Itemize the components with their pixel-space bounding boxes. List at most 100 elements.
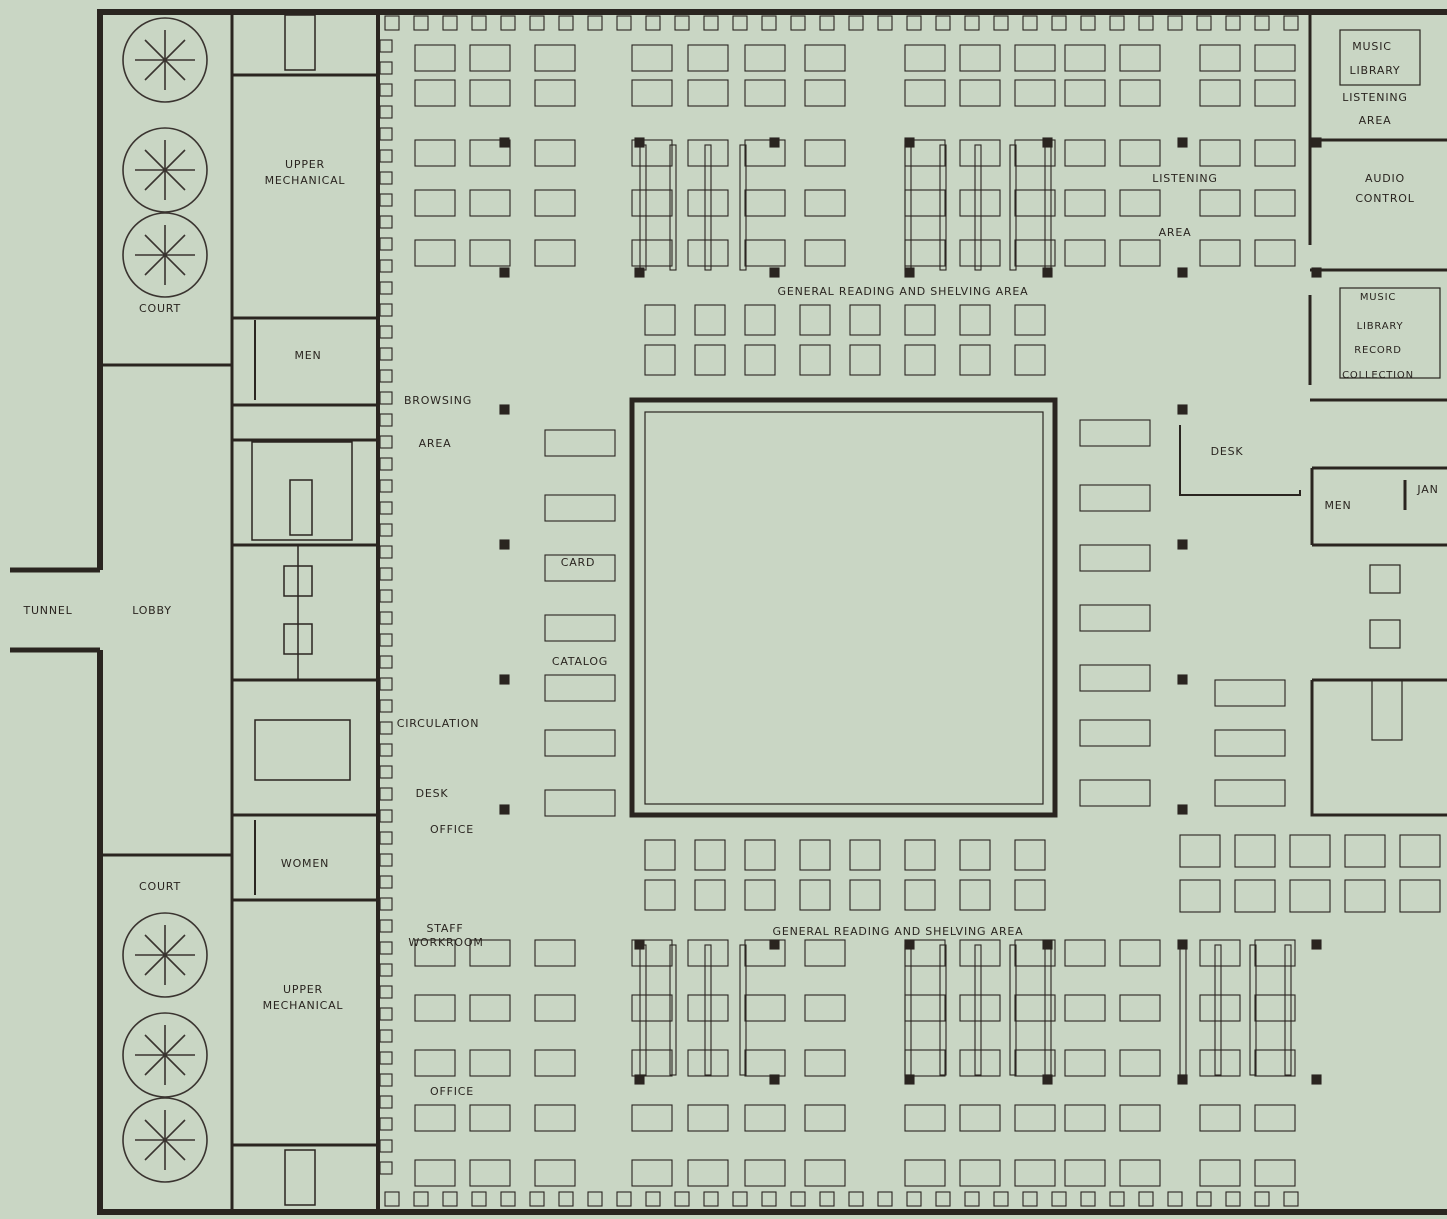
carrel: [379, 963, 393, 977]
reading-table: [1234, 834, 1276, 868]
column: [769, 267, 780, 278]
carrel: [379, 303, 393, 317]
reading-table: [959, 79, 1001, 107]
carrel: [379, 61, 393, 75]
column: [499, 404, 510, 415]
carrel: [442, 15, 458, 31]
reading-table: [534, 1049, 576, 1077]
reading-table: [469, 139, 511, 167]
reading-table: [1199, 994, 1241, 1022]
column: [769, 137, 780, 148]
carrel: [616, 15, 632, 31]
carrel: [379, 721, 393, 735]
carrel: [379, 1051, 393, 1065]
reading-table: [959, 239, 1001, 267]
carrel: [993, 1191, 1009, 1207]
reading-table: [687, 79, 729, 107]
shelf-range: [939, 144, 947, 271]
table: [959, 839, 991, 871]
reading-table: [959, 189, 1001, 217]
carrel: [471, 1191, 487, 1207]
reading-table: [904, 44, 946, 72]
reading-table: [1119, 939, 1161, 967]
reading-table: [534, 79, 576, 107]
label-music-library-3: LISTENING: [1342, 91, 1407, 104]
carrel: [379, 633, 393, 647]
column: [499, 267, 510, 278]
carrel: [587, 15, 603, 31]
reading-table: [631, 939, 673, 967]
reading-table: [744, 1104, 786, 1132]
column: [1177, 674, 1188, 685]
plan-labels: MUSIC LIBRARY LISTENING AREA AUDIO CONTR…: [22, 40, 1437, 1098]
carrel: [645, 15, 661, 31]
carrel: [558, 1191, 574, 1207]
reading-table: [744, 44, 786, 72]
label-court-bottom: COURT: [139, 880, 181, 893]
column: [1042, 939, 1053, 950]
reading-table: [414, 79, 456, 107]
reading-table: [1254, 239, 1296, 267]
reading-table: [804, 79, 846, 107]
carrel: [379, 1139, 393, 1153]
table: [744, 304, 776, 336]
reading-table: [1254, 79, 1296, 107]
reading-table: [804, 939, 846, 967]
carrel: [379, 699, 393, 713]
column: [1042, 267, 1053, 278]
reading-table: [959, 44, 1001, 72]
carrel: [379, 347, 393, 361]
shelf-range: [739, 144, 747, 271]
table: [644, 879, 676, 911]
carrel: [379, 1161, 393, 1175]
carrel: [1051, 15, 1067, 31]
column: [1311, 137, 1322, 148]
table: [694, 304, 726, 336]
column: [1042, 1074, 1053, 1085]
reading-table: [534, 139, 576, 167]
column: [904, 1074, 915, 1085]
table: [904, 304, 936, 336]
reading-table: [1254, 44, 1296, 72]
table: [799, 304, 831, 336]
label-music-record-4: COLLECTION: [1342, 370, 1414, 381]
left-service-rooms: [100, 73, 378, 1147]
reading-table: [469, 1049, 511, 1077]
reading-table: [1119, 239, 1161, 267]
table-pair: [1079, 484, 1151, 512]
carrel: [906, 15, 922, 31]
label-browsing-2: AREA: [419, 437, 452, 450]
carrel: [1051, 1191, 1067, 1207]
carrel: [379, 875, 393, 889]
carrel: [379, 1007, 393, 1021]
column: [499, 804, 510, 815]
reading-table: [1199, 1159, 1241, 1187]
reading-table: [1199, 189, 1241, 217]
reading-table: [1064, 79, 1106, 107]
column: [904, 939, 915, 950]
reading-table: [904, 79, 946, 107]
reading-table: [1254, 189, 1296, 217]
reading-table: [744, 994, 786, 1022]
central-court: [629, 397, 1058, 818]
table-pair: [544, 674, 616, 702]
reading-table: [631, 239, 673, 267]
reading-table: [1014, 994, 1056, 1022]
reading-table: [959, 1104, 1001, 1132]
reading-table: [1064, 994, 1106, 1022]
reading-table: [414, 139, 456, 167]
carrel: [587, 1191, 603, 1207]
carrel: [379, 787, 393, 801]
carrel: [379, 171, 393, 185]
reading-table: [469, 44, 511, 72]
shelf-range: [704, 144, 712, 271]
carrel: [379, 897, 393, 911]
carrel: [379, 1029, 393, 1043]
outer-walls: [10, 9, 1447, 1215]
carrel: [993, 15, 1009, 31]
table: [1014, 839, 1046, 871]
label-upper-mechanical-top-1: UPPER: [285, 158, 325, 171]
carrel: [964, 15, 980, 31]
reading-table: [414, 994, 456, 1022]
column: [1042, 137, 1053, 148]
